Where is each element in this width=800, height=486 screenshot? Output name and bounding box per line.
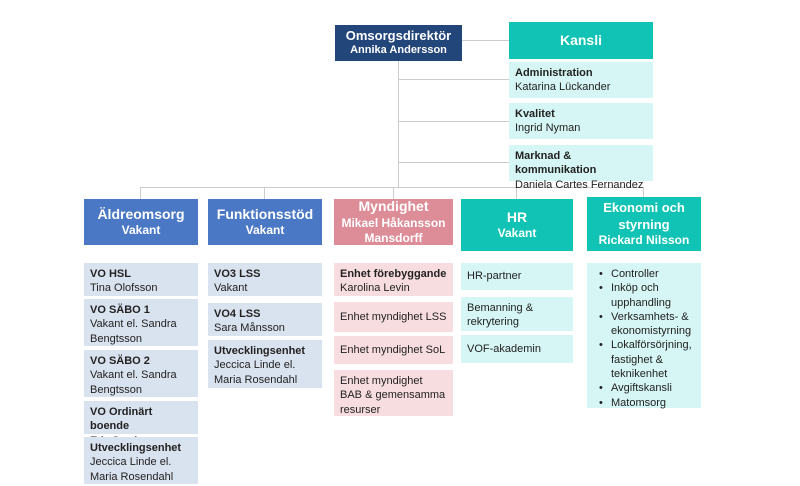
dept-hr-title: HR [506, 208, 528, 225]
connector-dept-5 [643, 187, 644, 199]
kansli-admin-title: Administration [515, 67, 593, 79]
list-item: Inköp och upphandling [599, 281, 695, 310]
dept-hr-name: Vakant [497, 226, 537, 241]
card-title: VO4 LSS [214, 308, 261, 320]
aldreomsorg-card-vo-ordinart: VO Ordinärt boende Eric Semb [84, 401, 198, 447]
card-title: Enhet myndighet SoL [340, 343, 446, 356]
director-box: Omsorgsdirektör Annika Andersson [335, 25, 462, 61]
list-item: Matomsorg [599, 396, 695, 411]
connector-dept-3 [393, 187, 394, 199]
card-title: Utvecklingsenhet [90, 442, 182, 454]
card-title: VO3 LSS [214, 268, 261, 280]
connector-dept-4 [516, 187, 517, 199]
funktionsstod-card-vo4-lss: VO4 LSS Sara Månsson [208, 303, 322, 336]
myndighet-card-bab: Enhet myndighet BAB & gemensamma resurse… [334, 370, 453, 416]
hr-card-bemanning: Bemanning & rekrytering [461, 297, 573, 331]
card-title: VO Ordinärt boende [90, 406, 153, 433]
dept-ekonomi-title: Ekonomi och styrning [603, 200, 685, 232]
kansli-header: Kansli [509, 22, 653, 59]
ekonomi-list-card: Controller Inköp och upphandling Verksam… [587, 263, 701, 410]
funktionsstod-card-vo3-lss: VO3 LSS Vakant [208, 263, 322, 296]
funktionsstod-card-utvecklingsenhet: Utvecklingsenhet Jeccica Linde el. Maria… [208, 340, 322, 388]
kansli-kvalitet-name: Ingrid Nyman [515, 122, 581, 135]
card-name: Sara Månsson [214, 322, 285, 335]
connector-kansli-marknad [398, 162, 509, 163]
card-name: Tina Olofsson [90, 282, 158, 295]
card-title: VOF-akademin [467, 342, 541, 355]
kansli-admin-card: Administration Katarina Lückander [509, 62, 653, 98]
ekonomi-list: Controller Inköp och upphandling Verksam… [597, 267, 695, 410]
card-title: Enhet förebyggande [340, 268, 447, 280]
card-name: Karolina Levin [340, 282, 410, 295]
list-item: Lokalförsörjning, fastighet & teknikenhe… [599, 338, 695, 381]
myndighet-card-sol: Enhet myndighet SoL [334, 336, 453, 364]
aldreomsorg-card-vo-hsl: VO HSL Tina Olofsson [84, 263, 198, 296]
dept-aldreomsorg-header: Äldreomsorg Vakant [84, 199, 198, 245]
dept-funktionsstod-name: Vakant [245, 223, 285, 238]
kansli-kvalitet-card: Kvalitet Ingrid Nyman [509, 103, 653, 139]
card-title: Enhet myndighet BAB & gemensamma resurse… [340, 375, 446, 416]
aldreomsorg-card-vo-sabo2: VO SÄBO 2 Vakant el. Sandra Bengtsson [84, 350, 198, 397]
list-item: Verksamhets- & ekonomistyrning [599, 310, 695, 339]
hr-card-vof-akademin: VOF-akademin [461, 335, 573, 363]
dept-hr-header: HR Vakant [461, 199, 573, 251]
card-title: VO HSL [90, 268, 131, 280]
dept-myndighet-header: Myndighet Mikael Håkansson Mansdorff [334, 198, 453, 245]
connector-departments-bar [140, 187, 643, 188]
dept-funktionsstod-header: Funktionsstöd Vakant [208, 199, 322, 245]
card-title: VO SÄBO 2 [90, 355, 150, 367]
card-name: Jeccica Linde el. Maria Rosendahl [214, 359, 298, 386]
connector-dept-1 [140, 187, 141, 199]
connector-dept-2 [264, 187, 265, 199]
connector-director-trunk [398, 60, 399, 187]
dept-aldreomsorg-name: Vakant [121, 223, 161, 238]
list-item: Avgiftskansli [599, 381, 695, 396]
director-title: Omsorgsdirektör [345, 28, 452, 43]
dept-aldreomsorg-title: Äldreomsorg [97, 205, 185, 222]
card-title: HR-partner [467, 270, 522, 283]
hr-card-partner: HR-partner [461, 263, 573, 290]
aldreomsorg-card-utvecklingsenhet: Utvecklingsenhet Jeccica Linde el. Maria… [84, 437, 198, 484]
kansli-marknad-title: Marknad & kommunikation [515, 150, 597, 177]
kansli-admin-name: Katarina Lückander [515, 81, 611, 94]
card-name: Jeccica Linde el. Maria Rosendahl [90, 456, 174, 483]
myndighet-card-lss: Enhet myndighet LSS [334, 302, 453, 332]
list-item: Controller [599, 267, 695, 282]
kansli-marknad-name: Daniela Cartes Fernandez [515, 178, 644, 191]
card-title: Enhet myndighet LSS [340, 310, 447, 323]
dept-funktionsstod-title: Funktionsstöd [216, 205, 314, 222]
card-title: VO SÄBO 1 [90, 304, 150, 316]
dept-myndighet-title: Myndighet [358, 198, 429, 215]
connector-kansli-kvalitet [398, 121, 509, 122]
myndighet-card-forebyggande: Enhet förebyggande Karolina Levin [334, 263, 453, 296]
aldreomsorg-card-vo-sabo1: VO SÄBO 1 Vakant el. Sandra Bengtsson [84, 299, 198, 346]
dept-myndighet-name: Mikael Håkansson Mansdorff [341, 215, 446, 245]
dept-ekonomi-name: Rickard Nilsson [598, 232, 690, 247]
kansli-title: Kansli [559, 31, 602, 48]
kansli-kvalitet-title: Kvalitet [515, 108, 555, 120]
card-title: Utvecklingsenhet [214, 345, 306, 357]
connector-kansli-admin [398, 79, 509, 80]
card-name: Vakant el. Sandra Bengtsson [90, 369, 177, 396]
card-name: Vakant [214, 282, 248, 295]
director-name: Annika Andersson [350, 44, 447, 57]
card-name: Vakant el. Sandra Bengtsson [90, 318, 177, 345]
kansli-marknad-card: Marknad & kommunikation Daniela Cartes F… [509, 145, 653, 191]
dept-ekonomi-header: Ekonomi och styrning Rickard Nilsson [587, 197, 701, 251]
card-title: Bemanning & rekrytering [467, 302, 534, 329]
